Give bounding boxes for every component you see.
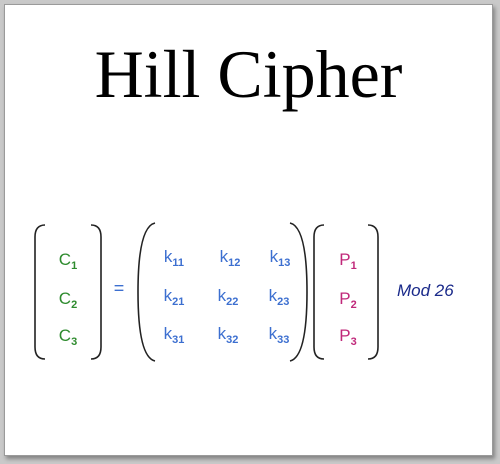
key-k23: k23 bbox=[268, 286, 290, 308]
plaintext-left-bracket bbox=[313, 224, 325, 360]
key-k33: k33 bbox=[268, 324, 290, 346]
ciphertext-c2: C2 bbox=[58, 289, 78, 311]
modulus-label: Mod 26 bbox=[397, 281, 454, 300]
key-k31: k31 bbox=[163, 324, 185, 346]
plaintext-right-bracket bbox=[367, 224, 379, 360]
key-matrix-left-bracket bbox=[137, 222, 156, 362]
ciphertext-c3: C3 bbox=[58, 326, 78, 348]
plaintext-p2: P2 bbox=[339, 289, 357, 311]
key-k12: k12 bbox=[219, 247, 241, 269]
diagram-panel: Hill Cipher C1 C2 C3 = k11 k12 k13 k21 k… bbox=[4, 4, 493, 456]
equals-sign: = bbox=[113, 278, 125, 298]
plaintext-p1: P1 bbox=[339, 250, 357, 272]
ciphertext-c1: C1 bbox=[58, 250, 78, 272]
ciphertext-right-bracket bbox=[90, 224, 102, 360]
key-k13: k13 bbox=[269, 247, 291, 269]
key-k22: k22 bbox=[217, 286, 239, 308]
page-title: Hill Cipher bbox=[94, 36, 403, 112]
key-k32: k32 bbox=[217, 324, 239, 346]
ciphertext-left-bracket bbox=[34, 224, 46, 360]
key-k21: k21 bbox=[163, 286, 185, 308]
key-k11: k11 bbox=[163, 247, 185, 269]
key-matrix-right-bracket bbox=[289, 222, 308, 362]
plaintext-p3: P3 bbox=[339, 326, 357, 348]
